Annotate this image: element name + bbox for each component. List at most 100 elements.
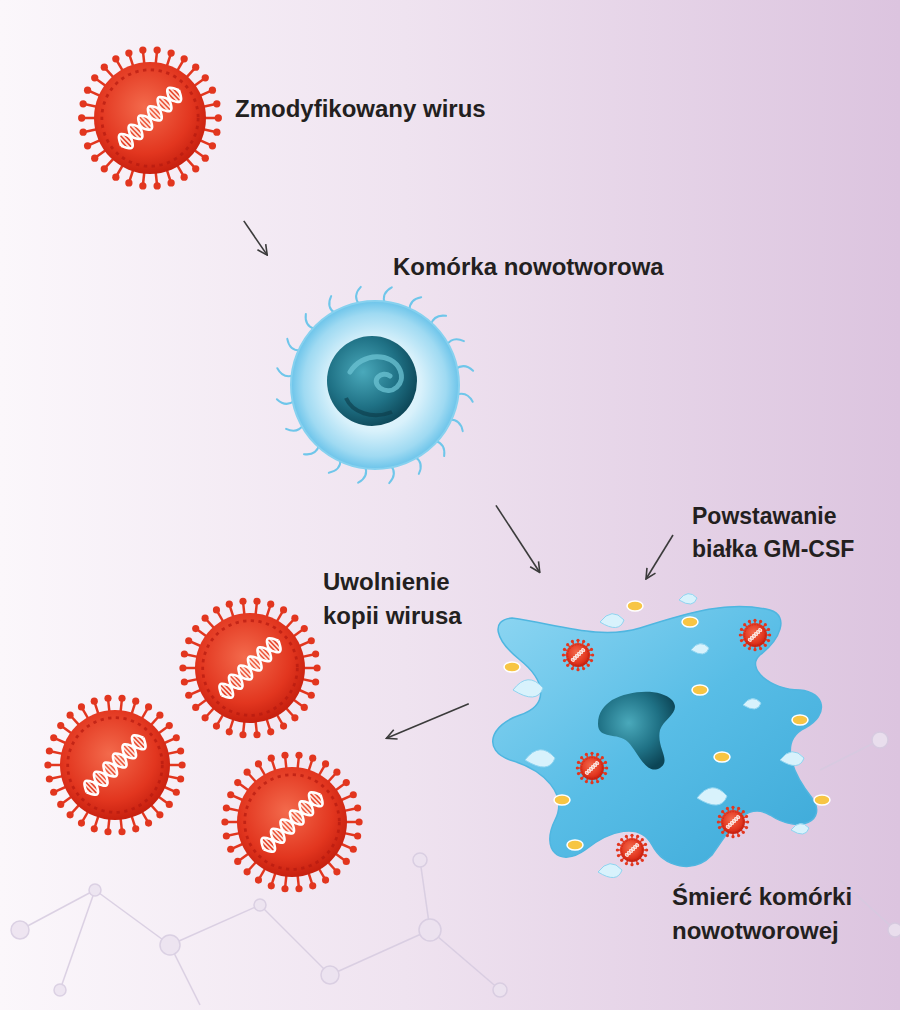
virus-spike-tip — [604, 761, 607, 764]
virus-spike-tip — [192, 64, 199, 71]
process-arrow — [496, 505, 540, 572]
virus-spike-tip — [343, 779, 350, 786]
virus-body — [620, 838, 644, 862]
virus-spike-tip — [91, 155, 98, 162]
virus-spike-tip — [67, 712, 74, 719]
network-line — [330, 930, 430, 975]
virus-spike-tip — [213, 100, 220, 107]
virus-spike-tip — [253, 598, 260, 605]
virus-spike-tip — [301, 625, 308, 632]
virus-spike-tip — [742, 831, 745, 834]
virus-spike-tip — [590, 781, 593, 784]
network-dot — [419, 919, 441, 941]
virus-spike-tip — [181, 55, 188, 62]
virus-spike-tip — [255, 877, 262, 884]
network-dot — [413, 853, 427, 867]
dying-cell — [493, 594, 830, 878]
annotation-label: Powstawanie białka GM-CSF — [692, 500, 877, 567]
virus-spike-tip — [322, 877, 329, 884]
gm-csf-protein — [554, 795, 570, 805]
node-label: Zmodyfikowany wirus — [235, 92, 486, 126]
virus-spike-tip — [630, 863, 633, 866]
virus-spike-tip — [139, 46, 146, 53]
gm-csf-protein — [814, 795, 830, 805]
virus-ring — [582, 758, 603, 779]
virus-spike-tip — [563, 659, 566, 662]
virus-spike-tip — [179, 761, 186, 768]
virus-spike-tip — [154, 182, 161, 189]
virus-spike-tip — [167, 49, 174, 56]
network-dot — [493, 983, 507, 997]
virus-spike-tip — [350, 791, 357, 798]
virus-spike-tip — [616, 848, 619, 851]
dna-strand — [726, 816, 739, 828]
virus-spike-tip — [101, 165, 108, 172]
virus-spike-tip — [202, 615, 209, 622]
virus-spike-tip — [177, 747, 184, 754]
node-label: Komórka nowotworowa — [393, 250, 664, 284]
virus-spike-tip — [590, 659, 593, 662]
network-dot — [160, 935, 180, 955]
virus-spike-tip — [281, 885, 288, 892]
virus-body — [237, 767, 347, 877]
virus-spike-tip — [192, 165, 199, 172]
nucleus-swirl — [346, 398, 392, 415]
virus-spike-tip — [636, 862, 639, 865]
virus-spike-tip — [91, 74, 98, 81]
virus-spike-tip — [721, 810, 724, 813]
virus-spike-tip — [80, 100, 87, 107]
virus-spike-tip — [356, 818, 363, 825]
virus-particle — [717, 806, 749, 838]
virus-spike-tip — [91, 698, 98, 705]
virus-spike-tip — [604, 772, 607, 775]
virus-spike-tip — [226, 601, 233, 608]
dna-strand — [221, 638, 278, 698]
virus-spike-tip — [101, 64, 108, 71]
virus-spike-tip — [213, 723, 220, 730]
dying-cancer-cell: Śmierć komórki nowotworowej — [478, 585, 828, 885]
virus-spike-tip — [617, 843, 620, 846]
virus-spike-tip — [139, 182, 146, 189]
gm-csf-protein — [567, 840, 583, 850]
virus-spike-tip — [295, 752, 302, 759]
network-line — [60, 890, 95, 990]
virus-spike-tip — [764, 644, 767, 647]
virus-ring — [723, 812, 744, 833]
virus-spike-tip — [562, 653, 565, 656]
virus-spike-tip — [620, 838, 623, 841]
virus-spike-tip — [350, 846, 357, 853]
virus-spike-tip — [566, 643, 569, 646]
virus-spike-tip — [308, 692, 315, 699]
virus-spike-tip — [596, 753, 599, 756]
virus-spike-tip — [601, 777, 604, 780]
process-arrow — [244, 221, 267, 255]
virus-spike-tip — [718, 815, 721, 818]
virus-spike-tip — [314, 664, 321, 671]
virus-spike-tip — [580, 777, 583, 780]
virus-spike-tip — [617, 854, 620, 857]
virus-spike-tip — [46, 775, 53, 782]
virus-spike-tip — [571, 667, 574, 670]
virus-spike-tip — [625, 835, 628, 838]
virus-spike-tip — [179, 664, 186, 671]
virus-spike-tip — [244, 769, 251, 776]
virus-particle — [179, 598, 320, 739]
virus-spike-tip — [731, 806, 734, 809]
gm-csf-protein — [627, 601, 643, 611]
gm-csf-protein — [692, 685, 708, 695]
virus-spike-tip — [154, 46, 161, 53]
virus-spike-tip — [576, 766, 579, 769]
virus-spike-tip — [312, 678, 319, 685]
virus-spike-tip — [181, 650, 188, 657]
virus-body — [94, 62, 206, 174]
membrane-fragment — [697, 788, 727, 805]
membrane-fragment — [525, 750, 555, 767]
virus-body — [566, 643, 590, 667]
modified-virus: Zmodyfikowany wirus — [76, 44, 224, 192]
virus-spike-tip — [132, 698, 139, 705]
network-line — [430, 930, 500, 990]
virus-spike-tip — [309, 882, 316, 889]
virus-spike-tip — [746, 820, 749, 823]
virus-spike-tip — [213, 606, 220, 613]
virus-spike-tip — [630, 834, 633, 837]
